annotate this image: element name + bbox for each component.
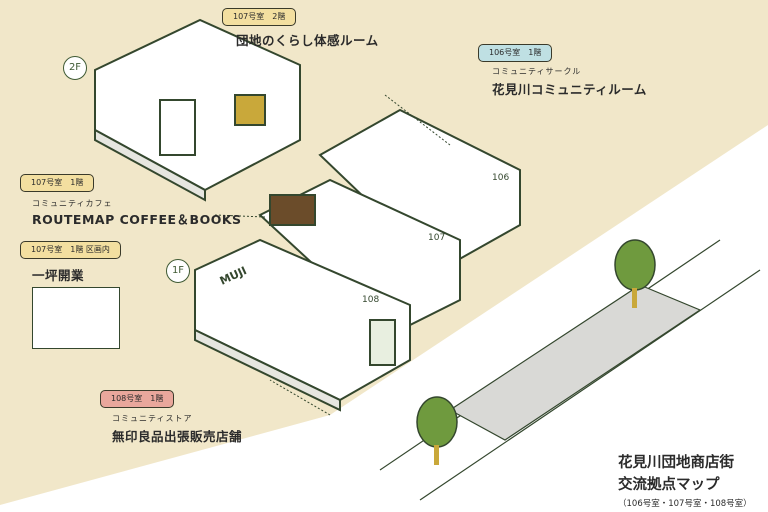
room-name-106: 花見川コミュニティルーム [492,82,647,97]
building-2f [94,18,301,202]
room-number-107: 107 [428,233,445,243]
room-sub-106: コミュニティサークル [492,67,582,76]
room-name-108: 無印良品出張販売店舗 [112,429,243,444]
room-number-106: 106 [492,173,509,183]
map-title-line2: 交流拠点マップ [618,477,720,493]
map-title-line1: 花見川団地商店街 [618,455,734,471]
map-title-note: （106号室・107号室・108号室） [618,499,752,509]
room-tag-107-2f: 107号室 2階 [222,8,297,26]
map-title: 花見川団地商店街 交流拠点マップ [618,452,734,496]
booth-illustration [32,287,120,349]
room-tag-107-cafe: 107号室 1階 [20,174,95,192]
room-name-107-2f: 団地のくらし体感ルーム [236,33,379,48]
street [379,239,761,501]
room-tag-106: 106号室 1階 [478,44,553,62]
room-tag-107-booth: 107号室 1階 区画内 [20,241,121,259]
room-name-107-cafe: ROUTEMAP COFFEE＆BOOKS [32,212,242,227]
room-sub-107-cafe: コミュニティカフェ [32,199,113,208]
room-name-107-booth: 一坪開業 [32,268,85,283]
trees [416,239,656,465]
floor-1f-badge: 1F [166,259,190,283]
leader-lines [214,94,451,416]
floor-2f-badge: 2F [63,56,87,80]
room-number-108: 108 [362,295,379,305]
room-sub-108: コミュニティストア [112,414,193,423]
room-tag-108: 108号室 1階 [100,390,175,408]
building-1f [194,108,521,412]
